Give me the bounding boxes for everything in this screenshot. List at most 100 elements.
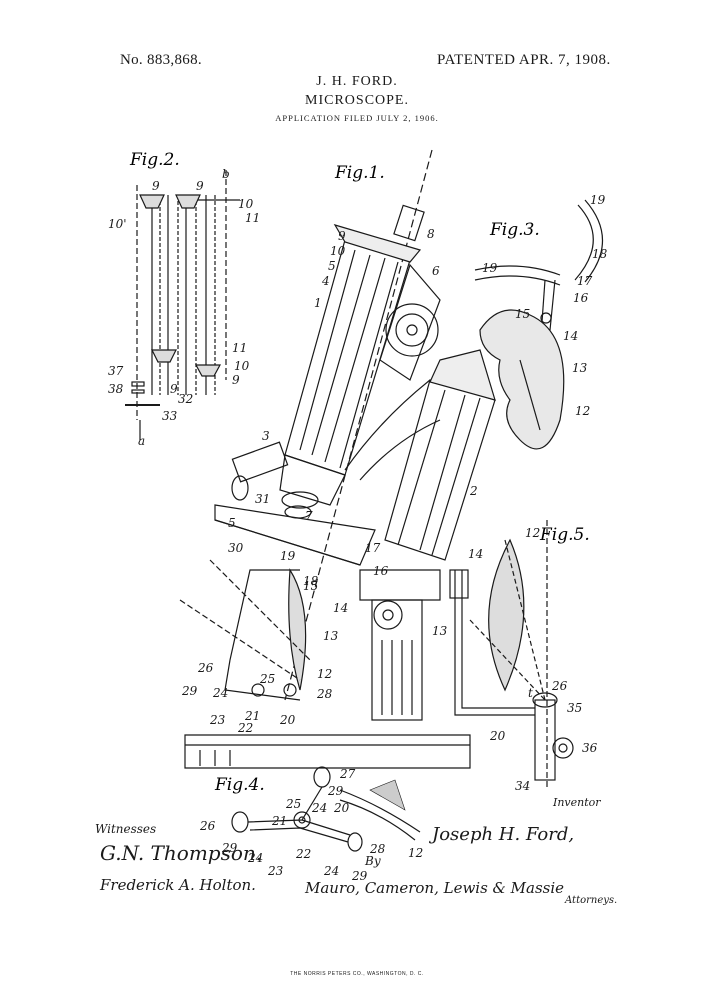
ref-numeral: 21 — [271, 814, 287, 828]
fig1-reference-numerals: 8 9 10 5 4 6 1 3 31 7 5 30 19 18 17 16 1… — [181, 227, 478, 735]
ref-numeral: 20 — [279, 713, 296, 727]
ref-numeral: 28 — [316, 687, 333, 701]
ref-numeral: 24 — [212, 686, 228, 700]
ref-numeral: 9 — [232, 373, 240, 387]
ref-numeral: 30 — [228, 541, 244, 555]
ref-numeral: 18 — [592, 247, 608, 261]
fig3-label: Fig.3. — [489, 220, 540, 240]
ref-numeral: 12 — [317, 667, 332, 681]
ref-numeral: 12 — [575, 404, 590, 418]
ref-numeral: 19 — [590, 193, 606, 207]
ref-numeral: 3 — [262, 429, 270, 443]
ref-numeral: 36 — [582, 741, 598, 755]
ref-numeral: 9 — [338, 229, 346, 243]
ref-numeral: 21 — [244, 709, 260, 723]
ref-numeral: 12 — [525, 526, 540, 540]
ref-numeral: 4 — [321, 274, 330, 288]
ref-numeral: 37 — [108, 364, 124, 378]
ref-numeral: 24 — [247, 851, 263, 865]
ref-numeral: 6 — [432, 264, 440, 278]
ref-numeral: 32 — [178, 392, 193, 406]
ref-numeral: 9 — [152, 179, 160, 193]
ref-numeral: 17 — [577, 274, 593, 288]
ref-numeral: 24 — [323, 864, 339, 878]
fig4-reference-numerals: 27 29 25 24 20 26 21 29 24 23 22 28 24 2… — [199, 767, 423, 883]
ref-numeral: 11 — [232, 341, 247, 355]
fig1-label: Fig.1. — [334, 163, 385, 183]
ref-numeral: 18 — [303, 574, 319, 588]
patent-number: No. 883,868. — [120, 52, 202, 68]
attorneys-label: Attorneys. — [564, 895, 617, 906]
ref-numeral: 8 — [427, 227, 435, 241]
figure-3-drawing — [474, 199, 604, 450]
ref-numeral: 22 — [237, 721, 253, 735]
patent-date: PATENTED APR. 7, 1908. — [437, 52, 611, 68]
fig5-label: Fig.5. — [539, 525, 590, 545]
ref-numeral: 16 — [373, 564, 389, 578]
ref-numeral: 11 — [245, 211, 260, 225]
inventor-name: J. H. FORD. — [316, 74, 398, 89]
ref-numeral: 9 — [196, 179, 204, 193]
printer-credit: THE NORRIS PETERS CO., WASHINGTON, D. C. — [290, 971, 424, 977]
ref-numeral: 1 — [314, 296, 322, 310]
figure-5-drawing — [449, 520, 574, 790]
ref-numeral: 25 — [259, 672, 275, 686]
ref-numeral: 27 — [339, 767, 356, 781]
witnesses-label: Witnesses — [95, 822, 156, 836]
inventor-label: Inventor — [552, 796, 601, 809]
ref-numeral: a — [138, 434, 145, 448]
ref-numeral: 19 — [482, 261, 498, 275]
fig5-reference-numerals: 12 14 13 t 26 35 20 36 34 — [432, 526, 598, 793]
ref-numeral: 15 — [515, 307, 530, 321]
ref-numeral: 33 — [162, 409, 178, 423]
ref-numeral: 26 — [551, 679, 568, 693]
ref-numeral: 12 — [408, 846, 423, 860]
ref-numeral: 15 — [303, 579, 318, 593]
ref-numeral: 10 — [234, 359, 250, 373]
ref-numeral: 23 — [267, 864, 284, 878]
ref-numeral: t — [528, 686, 533, 700]
ref-numeral: 14 — [333, 601, 348, 615]
ref-numeral: 38 — [108, 382, 124, 396]
ref-numeral: 14 — [563, 329, 578, 343]
by-label: By — [364, 854, 381, 868]
ref-numeral: 10 — [238, 197, 254, 211]
ref-numeral: 28 — [369, 842, 386, 856]
application-filed: APPLICATION FILED JULY 2, 1906. — [275, 113, 439, 123]
figure-2-drawing — [125, 170, 240, 440]
ref-numeral: 25 — [285, 797, 301, 811]
witness-2-signature: Frederick A. Holton. — [99, 876, 256, 894]
ref-numeral: 35 — [567, 701, 582, 715]
ref-numeral: 29 — [221, 841, 238, 855]
ref-numeral: 22 — [295, 847, 311, 861]
fig2-label: Fig.2. — [129, 150, 180, 170]
ref-numeral: 5 — [328, 259, 336, 273]
patent-title: MICROSCOPE. — [305, 93, 409, 108]
ref-numeral: 14 — [468, 547, 483, 561]
attorneys-signature: Mauro, Cameron, Lewis & Massie — [304, 879, 564, 897]
witness-1-signature: G.N. Thompson. — [100, 841, 262, 865]
ref-numeral: 31 — [255, 492, 270, 506]
ref-numeral: 10 — [330, 244, 346, 258]
ref-numeral: 13 — [323, 629, 339, 643]
figure-4-drawing — [231, 766, 421, 852]
ref-numeral: 10' — [108, 217, 127, 231]
inventor-signature: Joseph H. Ford, — [428, 824, 574, 845]
ref-numeral: 29 — [181, 684, 198, 698]
fig3-reference-numerals: 19 18 19 17 16 15 14 13 12 — [482, 193, 608, 418]
ref-numeral: 29 — [327, 784, 344, 798]
ref-numeral: 9 — [170, 382, 178, 396]
ref-numeral: 16 — [573, 291, 589, 305]
fig2-reference-numerals: b 9 9 10 10' 11 11 10 37 38 9 32 33 a 9 — [108, 167, 260, 448]
ref-numeral: 5 — [228, 516, 236, 530]
ref-numeral: 13 — [432, 624, 448, 638]
ref-numeral: b — [222, 167, 230, 181]
ref-numeral: 17 — [365, 541, 381, 555]
ref-numeral: 20 — [489, 729, 506, 743]
ref-numeral: 26 — [197, 661, 214, 675]
ref-numeral: 13 — [572, 361, 588, 375]
ref-numeral: 7 — [305, 509, 313, 523]
ref-numeral: 23 — [209, 713, 226, 727]
ref-numeral: 20 — [333, 801, 350, 815]
